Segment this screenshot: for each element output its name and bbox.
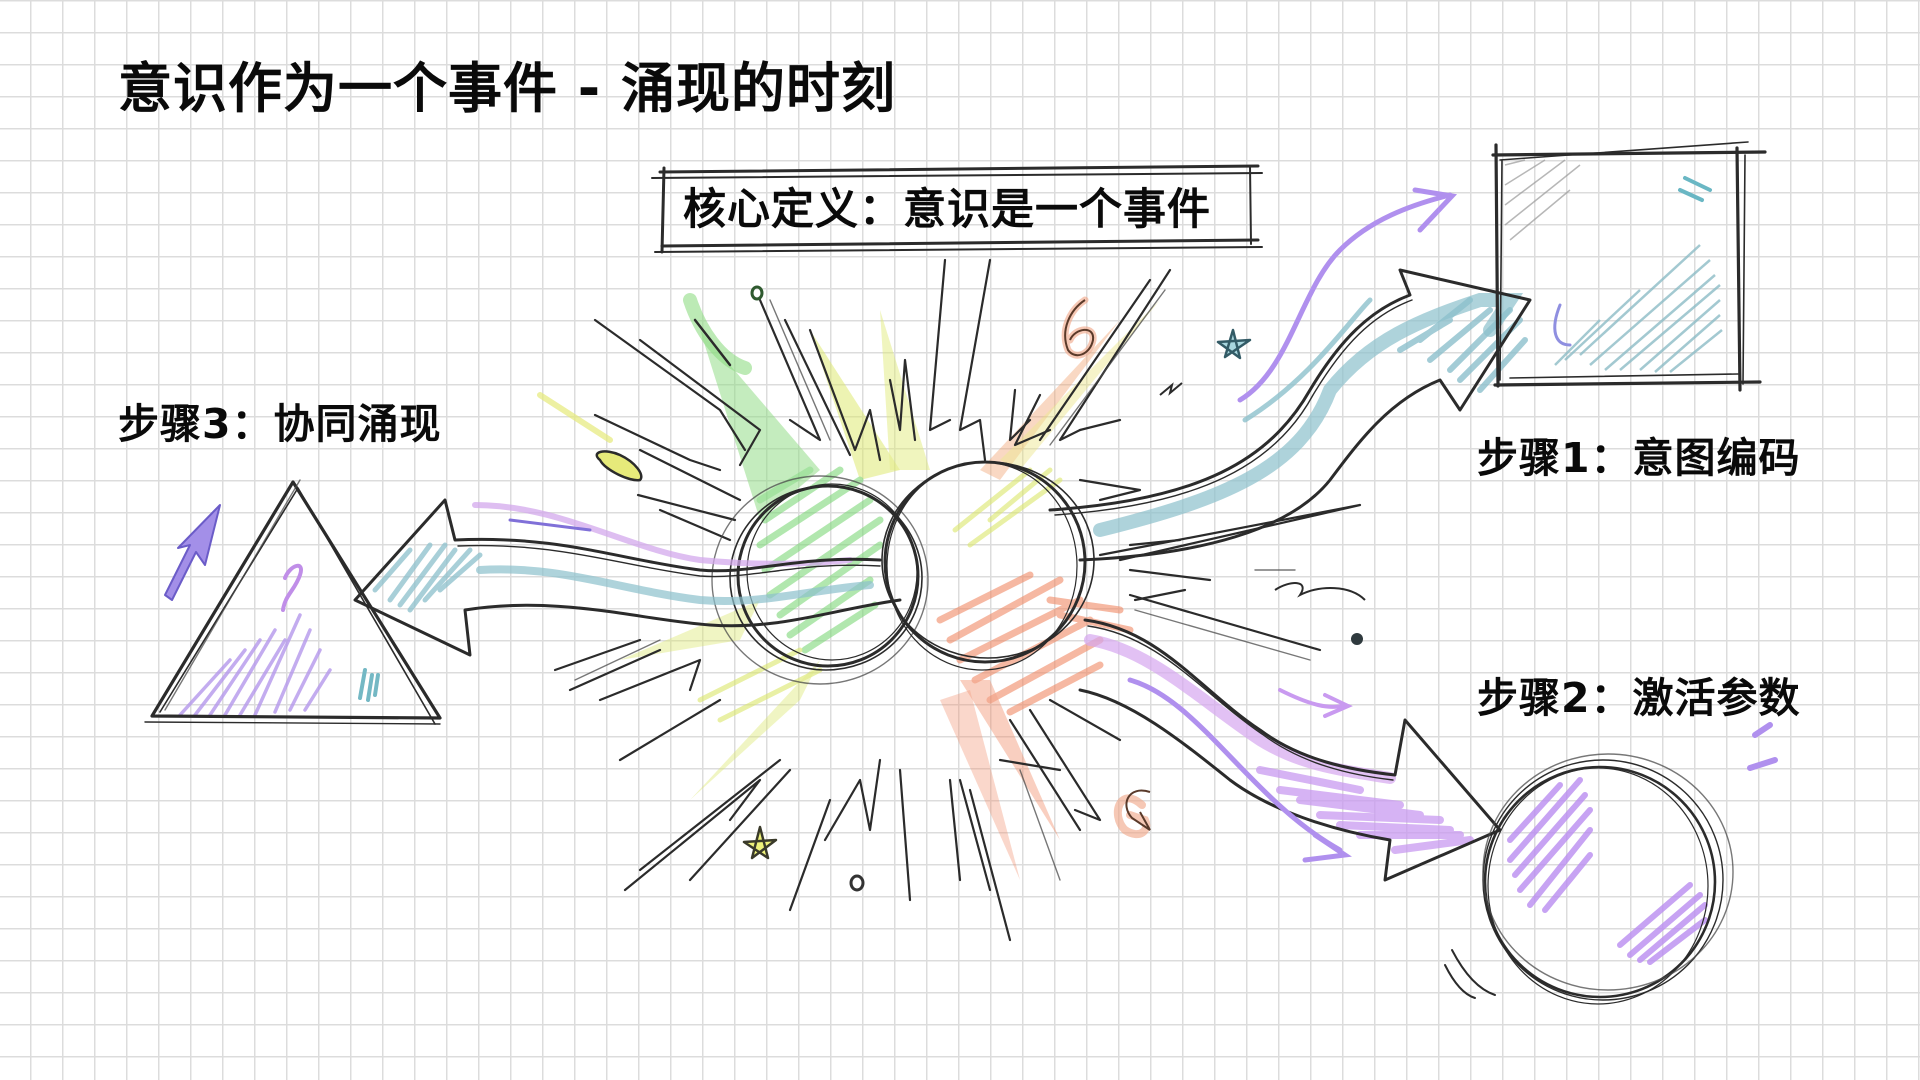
arrow-to-step-3: [353, 498, 902, 657]
step-2-circle: [1444, 722, 1778, 1005]
arrow-to-step-2: [1078, 618, 1502, 882]
step-3-triangle: [144, 479, 442, 725]
core-definition-box: [651, 164, 1263, 254]
burst-faint-spikes: [574, 289, 1311, 881]
burst-spikes: [553, 258, 1362, 942]
core-definition-label: 核心定义：意识是一个事件: [683, 185, 1211, 235]
decorations: [537, 285, 1366, 892]
step-1-label: 步骤1：意图编码: [1477, 434, 1801, 482]
step-3-label: 步骤3：协同涌现: [118, 400, 442, 448]
step-2-label: 步骤2：激活参数: [1477, 674, 1801, 722]
page-title: 意识作为一个事件 - 涌现的时刻: [118, 57, 897, 120]
step-1-square: [1491, 141, 1767, 392]
arrow-to-step-1: [1048, 187, 1532, 562]
burst-color-fill: [620, 300, 1160, 880]
